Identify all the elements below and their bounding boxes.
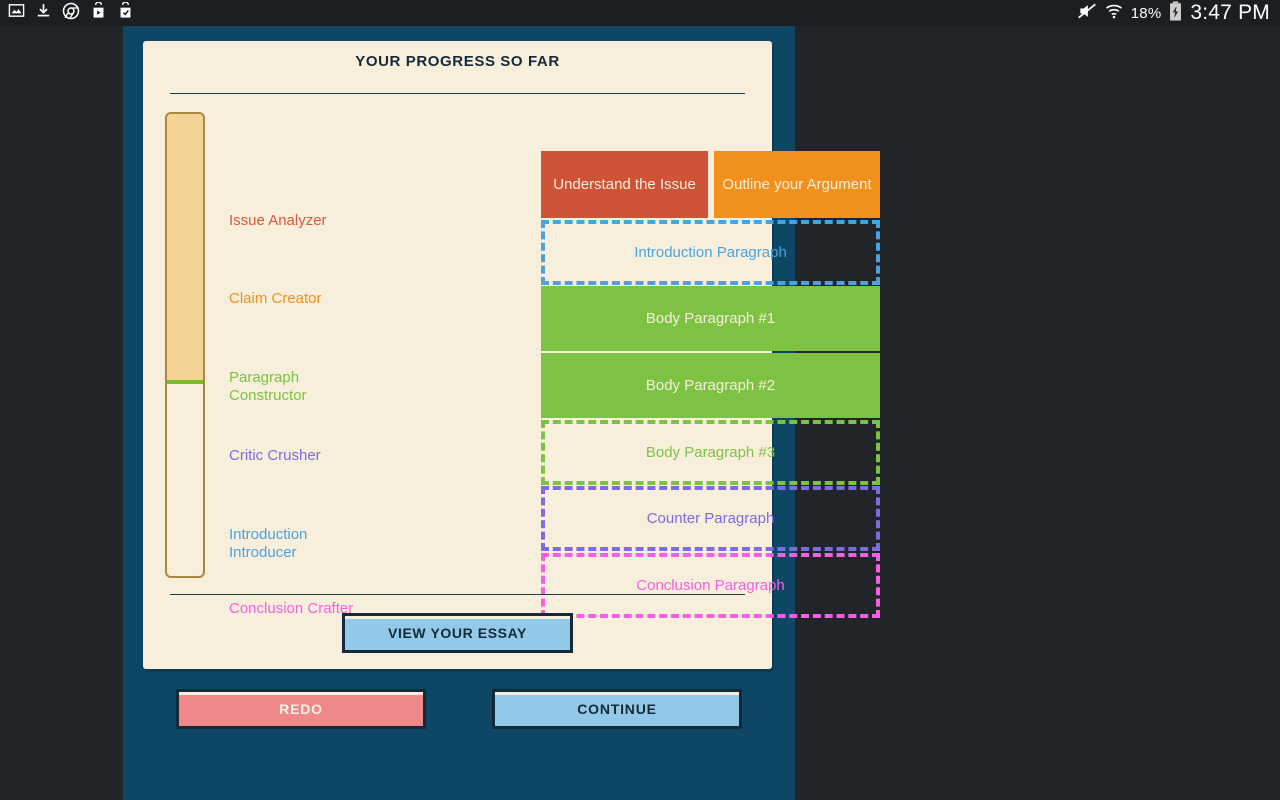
play-store-icon bbox=[90, 1, 107, 24]
page-title: YOUR PROGRESS SO FAR bbox=[355, 53, 560, 70]
view-essay-button[interactable]: VIEW YOUR ESSAY bbox=[342, 613, 573, 653]
stage-label: Introduction Introducer bbox=[229, 526, 308, 561]
redo-button[interactable]: REDO bbox=[176, 689, 426, 729]
stage-label: Claim Creator bbox=[229, 290, 322, 307]
essay-block: Counter Paragraph bbox=[541, 486, 880, 551]
essay-block: Body Paragraph #2 bbox=[541, 353, 880, 418]
progress-rail bbox=[165, 112, 205, 578]
essay-block: Outline your Argument bbox=[714, 151, 880, 218]
clock-label: 3:47 PM bbox=[1190, 1, 1270, 24]
divider-top bbox=[170, 93, 745, 94]
battery-percent-label: 18% bbox=[1130, 4, 1162, 22]
essay-block: Body Paragraph #3 bbox=[541, 420, 880, 485]
essay-block: Introduction Paragraph bbox=[541, 220, 880, 285]
essay-block: Conclusion Paragraph bbox=[541, 553, 880, 618]
stage-label: Paragraph Constructor bbox=[229, 369, 307, 404]
gallery-icon bbox=[8, 2, 25, 24]
download-icon bbox=[35, 2, 52, 24]
play-store-installed-icon bbox=[117, 1, 134, 24]
continue-button[interactable]: CONTINUE bbox=[492, 689, 742, 729]
chrome-icon bbox=[62, 2, 80, 25]
volume-mute-icon bbox=[1077, 1, 1097, 26]
stage-label: Conclusion Crafter bbox=[229, 600, 354, 617]
battery-charging-icon bbox=[1168, 0, 1183, 26]
status-bar-notification-icons bbox=[0, 1, 134, 25]
essay-block: Body Paragraph #1 bbox=[541, 286, 880, 351]
divider-bottom bbox=[170, 594, 745, 595]
essay-block: Understand the Issue bbox=[541, 151, 708, 218]
stage-label: Issue Analyzer bbox=[229, 212, 327, 229]
wifi-icon bbox=[1104, 1, 1124, 26]
status-bar-system-icons: 18% 3:47 PM bbox=[1077, 0, 1280, 26]
android-status-bar: 18% 3:47 PM bbox=[0, 0, 1280, 26]
stage-label: Critic Crusher bbox=[229, 447, 321, 464]
progress-rail-fill bbox=[167, 114, 203, 385]
